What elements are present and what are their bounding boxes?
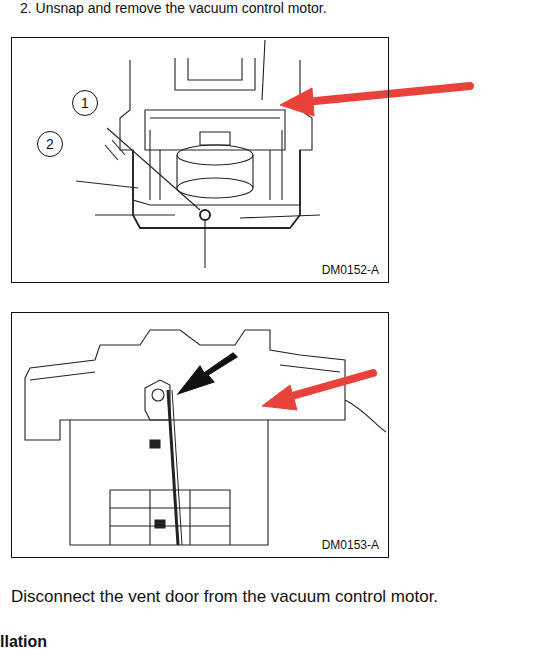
red-arrow — [280, 86, 470, 116]
figure-frame: DM0152-A 1 2 — [11, 37, 389, 283]
callout-text: 2 — [46, 136, 54, 152]
red-arrow — [262, 373, 373, 410]
instruction-text: Disconnect the vent door from the vacuum… — [11, 587, 438, 607]
leader-line — [76, 181, 138, 188]
figure-code: DM0153-A — [321, 538, 380, 552]
callout-number: 2 — [37, 131, 63, 157]
pointer-arrow — [178, 353, 237, 394]
callout-text: 1 — [81, 95, 89, 111]
section-heading: llation — [0, 633, 47, 649]
vent-door-sketch — [25, 330, 386, 545]
motor-housing-sketch — [95, 40, 320, 268]
instruction-text: 2. Unsnap and remove the vacuum control … — [20, 0, 327, 16]
figure-frame: DM0153-A — [11, 312, 389, 558]
figure-code: DM0152-A — [321, 263, 380, 277]
leader-line — [107, 128, 200, 210]
callout-number: 1 — [72, 90, 98, 116]
